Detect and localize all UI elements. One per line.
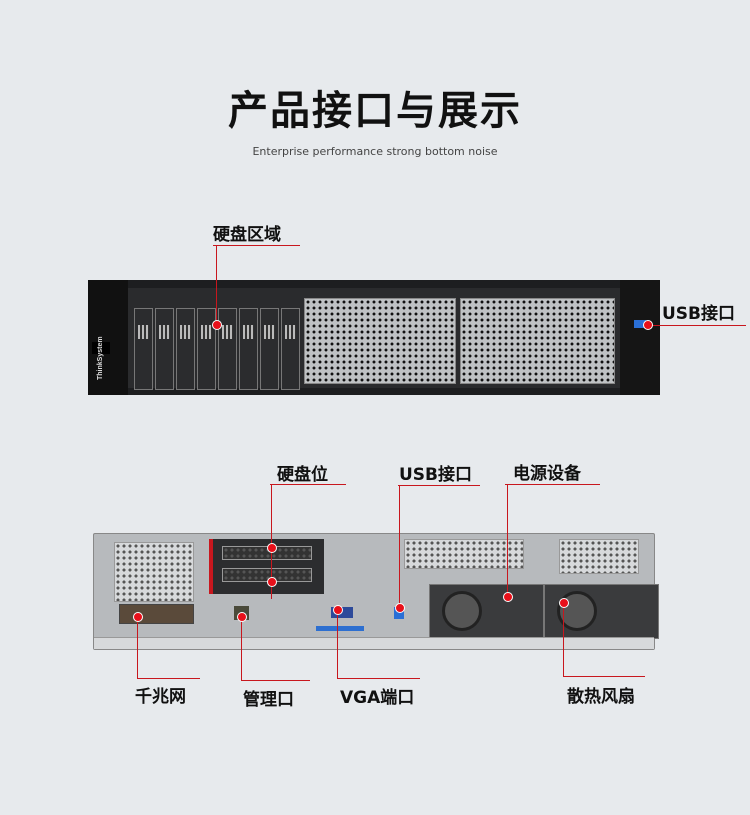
label-rear-usb: USB接口 <box>399 465 473 485</box>
leader-line <box>216 245 217 325</box>
leader-line <box>505 484 600 485</box>
drive-cage <box>128 288 620 390</box>
leader-line <box>241 680 310 681</box>
leader-line <box>271 484 272 599</box>
leader-line <box>398 485 480 486</box>
drive-bay <box>260 308 279 390</box>
leader-line <box>213 245 300 246</box>
drive-bay <box>155 308 174 390</box>
leader-line <box>507 484 508 597</box>
marker-dot <box>333 605 343 615</box>
marker-dot <box>267 577 277 587</box>
usb-port-icon <box>634 320 646 328</box>
leader-line <box>648 325 746 326</box>
drive-bay <box>239 308 258 390</box>
label-vga: VGA端口 <box>340 688 415 708</box>
marker-dot <box>267 543 277 553</box>
label-mgmt: 管理口 <box>243 690 294 710</box>
marker-dot <box>503 592 513 602</box>
page-subtitle: Enterprise performance strong bottom noi… <box>252 145 498 158</box>
marker-dot <box>237 612 247 622</box>
drive-bay <box>281 308 300 390</box>
marker-dot <box>559 598 569 608</box>
marker-dot <box>643 320 653 330</box>
server-front-image: ThinkSystem <box>88 280 660 395</box>
drive-bay <box>176 308 195 390</box>
right-ear <box>620 280 660 395</box>
leader-line <box>241 617 242 680</box>
label-front-usb: USB接口 <box>662 304 736 324</box>
blank-filler <box>460 298 615 384</box>
leader-line <box>137 617 138 678</box>
label-power: 电源设备 <box>513 464 581 484</box>
leader-line <box>563 676 645 677</box>
left-ear: ThinkSystem <box>88 280 128 395</box>
label-drive-bay: 硬盘位 <box>277 465 328 485</box>
label-fan: 散热风扇 <box>567 687 635 707</box>
power-supply <box>544 584 659 639</box>
power-supply <box>429 584 544 639</box>
marker-dot <box>212 320 222 330</box>
leader-line <box>563 603 564 676</box>
page-title: 产品接口与展示 <box>228 88 522 134</box>
ear-panel <box>92 342 110 354</box>
blank-filler <box>304 298 456 384</box>
label-gigabit: 千兆网 <box>135 687 186 707</box>
drive-bay <box>134 308 153 390</box>
drive-bay <box>218 308 237 390</box>
server-rear-image <box>93 533 659 650</box>
ethernet-ports <box>119 604 194 624</box>
marker-dot <box>133 612 143 622</box>
leader-line <box>337 610 338 678</box>
usb-port <box>394 607 404 619</box>
brand-logo-text: ThinkSystem <box>97 336 104 380</box>
leader-line <box>399 485 400 608</box>
label-drive-area: 硬盘区域 <box>213 225 281 245</box>
fan-icon <box>442 591 482 631</box>
leader-line <box>137 678 200 679</box>
leader-line <box>337 678 420 679</box>
drive-bay <box>197 308 216 390</box>
leader-line <box>270 484 346 485</box>
marker-dot <box>395 603 405 613</box>
